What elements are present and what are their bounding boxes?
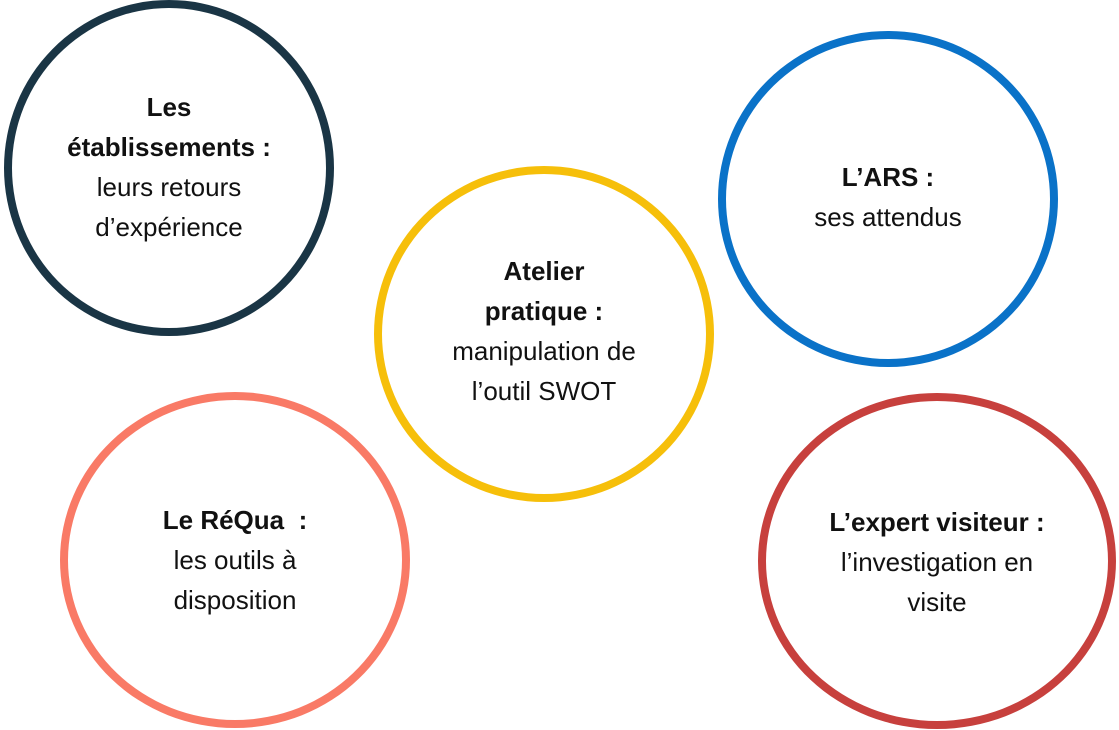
- etablissements-desc-line-1: leurs retours: [96, 172, 242, 202]
- ars-title-line-1: L’ARS :: [841, 162, 935, 192]
- requa-label: Le RéQua : les outils à disposition: [105, 500, 365, 620]
- circle-etablissements: Les établissements : leurs retours d’exp…: [4, 0, 334, 336]
- requa-title-line-1: Le RéQua :: [162, 505, 308, 535]
- etablissements-desc-line-2: d’expérience: [95, 212, 243, 242]
- circle-atelier: Atelier pratique : manipulation de l’out…: [374, 166, 714, 502]
- etablissements-label: Les établissements : leurs retours d’exp…: [49, 87, 289, 247]
- atelier-title-line-1: Atelier: [503, 256, 585, 286]
- expert-desc-line-1: l’investigation en: [840, 547, 1034, 577]
- ars-label: L’ARS : ses attendus: [758, 157, 1018, 237]
- circle-expert-visiteur: L’expert visiteur : l’investigation en v…: [758, 393, 1116, 729]
- expert-desc-line-2: visite: [907, 587, 967, 617]
- circle-requa: Le RéQua : les outils à disposition: [60, 392, 410, 728]
- atelier-title-line-2: pratique :: [484, 296, 604, 326]
- expert-title-line-1: L’expert visiteur :: [829, 507, 1045, 537]
- requa-desc-line-1: les outils à: [173, 545, 297, 575]
- etablissements-title-line-2: établissements :: [67, 132, 271, 162]
- requa-desc-line-2: disposition: [173, 585, 297, 615]
- etablissements-title-line-1: Les: [146, 92, 192, 122]
- circle-ars: L’ARS : ses attendus: [718, 31, 1058, 367]
- atelier-label: Atelier pratique : manipulation de l’out…: [424, 251, 664, 411]
- atelier-desc-line-1: manipulation de: [452, 336, 636, 366]
- atelier-desc-line-2: l’outil SWOT: [471, 376, 617, 406]
- ars-desc-line-1: ses attendus: [814, 202, 962, 232]
- expert-label: L’expert visiteur : l’investigation en v…: [792, 502, 1082, 622]
